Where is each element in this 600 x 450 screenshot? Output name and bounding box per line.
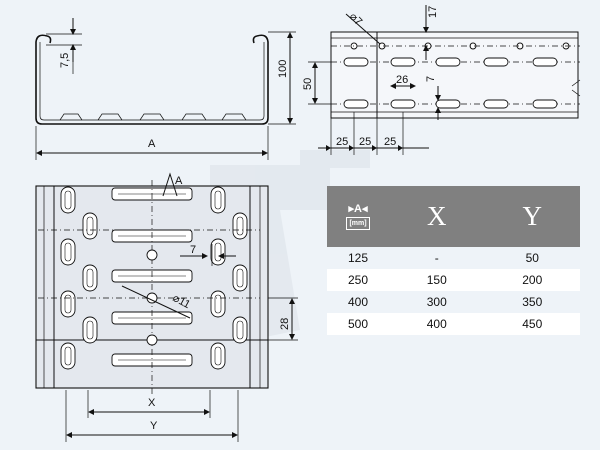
vertical-slot-inner <box>64 242 72 262</box>
slot-pitch-label: 28 <box>279 318 291 330</box>
vertical-slot <box>232 316 248 344</box>
vertical-slot <box>210 290 226 318</box>
side-view: ⌀7 17 50 26 7 25 25 25 <box>302 5 581 155</box>
plan-a-marker: A <box>175 175 183 187</box>
vertical-slot-inner <box>236 268 244 288</box>
cell-a: 500 <box>327 313 389 335</box>
vertical-slot <box>60 290 76 318</box>
vertical-slot <box>60 186 76 214</box>
table-row: 250 150 200 <box>327 269 580 291</box>
vertical-slot-inner <box>86 216 94 236</box>
vertical-slot-inner <box>214 294 222 314</box>
cell-a: 125 <box>347 251 369 265</box>
vertical-slot-inner <box>214 346 222 366</box>
vertical-slot-inner <box>86 320 94 340</box>
slot-width-label: 7 <box>425 76 437 82</box>
cell-y: 350 <box>522 295 543 309</box>
cell-a: 400 <box>347 295 369 309</box>
header-x: X <box>389 186 485 247</box>
pitch-2-label: 25 <box>359 136 371 148</box>
plan-view: A 7 ⌀11 28 X Y <box>35 172 298 442</box>
table-row: 500 400 450 <box>327 313 580 335</box>
vertical-slot <box>60 342 76 370</box>
left-slot-column <box>60 186 98 370</box>
vertical-slot <box>82 264 98 292</box>
vertical-slot-inner <box>64 346 72 366</box>
vertical-slot-inner <box>214 190 222 210</box>
pitch-1-label: 25 <box>336 136 348 148</box>
vertical-slot <box>210 186 226 214</box>
vertical-slot-inner <box>236 320 244 340</box>
x-dimension-label: X <box>148 397 156 409</box>
vertical-slot-inner <box>214 242 222 262</box>
top-offset-label: 17 <box>427 6 439 18</box>
vertical-slot-inner <box>236 216 244 236</box>
side-height-label: 100 <box>277 60 289 78</box>
vertical-slot-inner <box>64 294 72 314</box>
slot-length-label: 26 <box>396 74 408 86</box>
header-y: Y <box>484 186 580 247</box>
bottom-slot-width-label: 7 <box>190 244 196 256</box>
vertical-slot <box>232 212 248 240</box>
slot-height-label: 50 <box>302 78 314 90</box>
cell-x: 400 <box>389 313 485 335</box>
vertical-slot <box>82 316 98 344</box>
width-arrow-icon: ▸A◂ [mm] <box>346 203 370 230</box>
small-hole-diameter: ⌀7 <box>347 11 365 29</box>
flange-height-label: 7,5 <box>59 53 71 68</box>
cell-x: - <box>434 251 439 265</box>
table-header-row: ▸A◂ [mm] X Y <box>327 186 580 247</box>
width-label-a: A <box>148 138 156 150</box>
header-a-unit: [mm] <box>346 217 370 230</box>
header-a-symbol: ▸A◂ <box>348 203 368 215</box>
vertical-slot <box>232 264 248 292</box>
cell-x: 300 <box>426 295 447 309</box>
vertical-slot <box>60 238 76 266</box>
dimension-table: ▸A◂ [mm] X Y 125 - 50 250 150 200 400 30… <box>327 186 580 335</box>
right-slot-column <box>210 186 248 370</box>
table-row: 125 - 50 <box>327 247 580 269</box>
cell-x: 150 <box>389 269 485 291</box>
pitch-3-label: 25 <box>384 136 396 148</box>
cross-section-view: 7,5 100 A <box>35 18 296 160</box>
cell-y: 450 <box>484 313 580 335</box>
y-dimension-label: Y <box>150 420 158 432</box>
cell-a: 250 <box>327 269 389 291</box>
header-a: ▸A◂ [mm] <box>327 186 389 247</box>
vertical-slot-inner <box>86 268 94 288</box>
cell-y: 200 <box>484 269 580 291</box>
vertical-slot-inner <box>64 190 72 210</box>
vertical-slot <box>210 342 226 370</box>
vertical-slot <box>82 212 98 240</box>
cell-y: 50 <box>525 251 539 265</box>
table-row: 400 300 350 <box>327 291 580 313</box>
